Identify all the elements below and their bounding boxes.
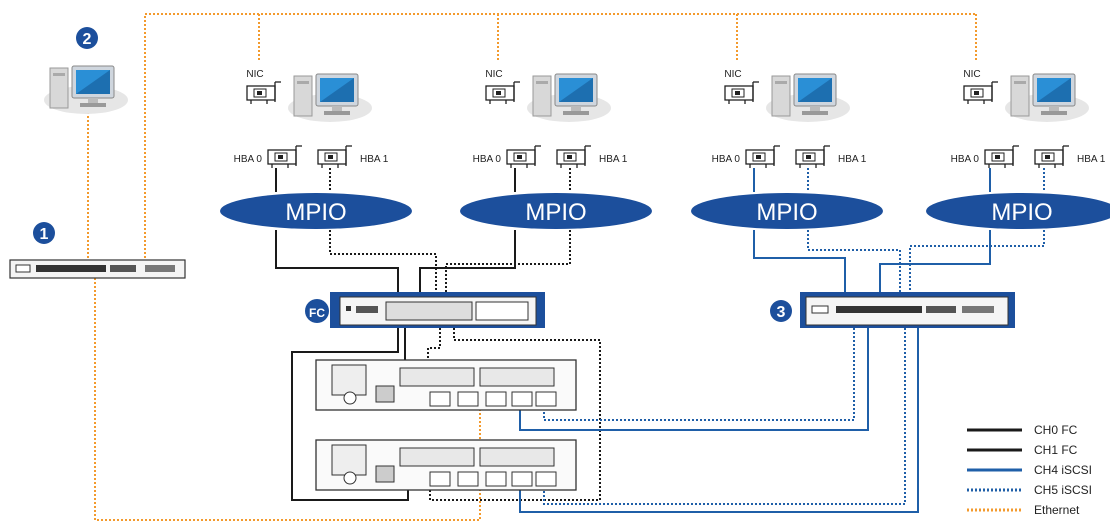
mpio-ellipse: [460, 193, 652, 229]
hba0-label: HBA 0: [234, 154, 263, 165]
svg-text:2: 2: [83, 31, 92, 48]
iscsi-links-dotted: [543, 168, 1045, 505]
hba1-card-icon: [556, 145, 592, 169]
nic-card-icon: [485, 81, 521, 105]
hba1-label: HBA 1: [838, 154, 867, 165]
hba1-label: HBA 1: [599, 154, 628, 165]
storage-controller-2: [315, 439, 577, 491]
badge-management-pc: 2: [76, 27, 98, 49]
hba0-card-icon: [267, 145, 303, 169]
hba0-label: HBA 0: [951, 154, 980, 165]
mpio-label: MPIO: [991, 199, 1052, 226]
badge-switch-iscsi: 3: [770, 300, 792, 322]
legend: CH0 FC CH1 FC CH4 iSCSI CH5 iSCSI Ethern…: [967, 423, 1092, 517]
host-4: NIC HBA 0 HBA 1 MPIO: [926, 69, 1110, 229]
host-pc-icon: [1004, 73, 1090, 123]
mpio-label: MPIO: [756, 199, 817, 226]
host-3: NIC HBA 0 HBA 1 MPIO: [691, 69, 883, 229]
badge-switch-fc: FC: [305, 299, 329, 323]
hba1-card-icon: [795, 145, 831, 169]
hba1-card-icon: [1034, 145, 1070, 169]
hba1-card-icon: [317, 145, 353, 169]
hba1-label: HBA 1: [360, 154, 389, 165]
iscsi-links: [519, 168, 991, 513]
host-2: NIC HBA 0 HBA 1 MPIO: [460, 69, 652, 229]
management-pc-icon: [43, 65, 129, 115]
nic-label: NIC: [963, 69, 980, 80]
svg-text:CH5 iSCSI: CH5 iSCSI: [1034, 483, 1092, 497]
host-pc-icon: [287, 73, 373, 123]
nic-card-icon: [963, 81, 999, 105]
legend-item-ethernet: Ethernet: [967, 503, 1080, 517]
nic-label: NIC: [724, 69, 741, 80]
hba0-card-icon: [745, 145, 781, 169]
legend-item-ch0-fc: CH0 FC: [967, 423, 1078, 437]
svg-text:Ethernet: Ethernet: [1034, 503, 1080, 517]
svg-text:CH1 FC: CH1 FC: [1034, 443, 1078, 457]
legend-item-ch5-iscsi: CH5 iSCSI: [967, 483, 1092, 497]
mpio-label: MPIO: [285, 199, 346, 226]
iscsi-switch: [800, 292, 1015, 328]
svg-text:CH0 FC: CH0 FC: [1034, 423, 1078, 437]
badge-switch-ethernet: 1: [33, 222, 55, 244]
legend-item-ch1-fc: CH1 FC: [967, 443, 1078, 457]
mpio-ellipse: [220, 193, 412, 229]
svg-text:1: 1: [40, 226, 49, 243]
ethernet-switch: [9, 259, 186, 279]
mpio-ellipse: [691, 193, 883, 229]
hba0-card-icon: [984, 145, 1020, 169]
mpio-label: MPIO: [525, 199, 586, 226]
nic-card-icon: [246, 81, 282, 105]
storage-controller-1: [315, 359, 577, 411]
mpio-ellipse: [926, 193, 1110, 229]
svg-text:FC: FC: [309, 306, 325, 320]
fc-switch: [330, 292, 545, 328]
host-1: NIC HBA 0 HBA 1 MPIO: [220, 69, 412, 229]
host-pc-icon: [765, 73, 851, 123]
hba1-label: HBA 1: [1077, 154, 1106, 165]
legend-item-ch4-iscsi: CH4 iSCSI: [967, 463, 1092, 477]
hba0-label: HBA 0: [712, 154, 741, 165]
svg-text:CH4 iSCSI: CH4 iSCSI: [1034, 463, 1092, 477]
nic-label: NIC: [246, 69, 263, 80]
svg-text:3: 3: [777, 304, 786, 321]
hba0-card-icon: [506, 145, 542, 169]
nic-card-icon: [724, 81, 760, 105]
hba0-label: HBA 0: [473, 154, 502, 165]
host-pc-icon: [526, 73, 612, 123]
nic-label: NIC: [485, 69, 502, 80]
